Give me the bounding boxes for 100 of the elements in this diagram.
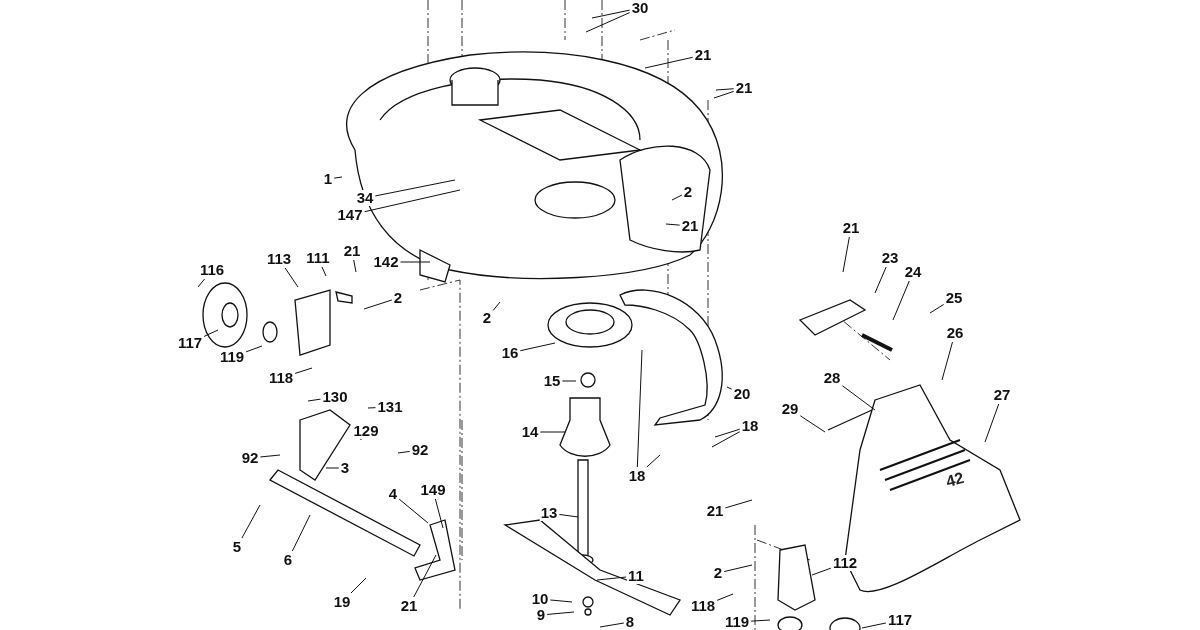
callout-number: 25 xyxy=(944,290,964,306)
callout-number: 5 xyxy=(231,539,243,555)
leader-line xyxy=(325,467,340,469)
callout-number: 24 xyxy=(903,264,923,280)
callout-number: 129 xyxy=(352,423,380,439)
callout-number: 21 xyxy=(693,47,713,63)
callout-number: 23 xyxy=(880,250,900,266)
leader-line xyxy=(716,593,734,601)
leader-line xyxy=(711,431,741,448)
callout-number: 2 xyxy=(712,565,724,581)
callout-number: 92 xyxy=(240,450,260,466)
leader-line xyxy=(197,278,206,288)
leader-line xyxy=(874,266,887,294)
callout-number: 21 xyxy=(734,80,754,96)
leader-line xyxy=(539,431,566,433)
callout-number: 119 xyxy=(218,349,246,365)
leader-line xyxy=(367,407,376,409)
leader-line xyxy=(558,513,579,518)
leader-line xyxy=(294,367,313,374)
leader-line xyxy=(636,349,643,468)
callout-number: 28 xyxy=(822,370,842,386)
callout-number: 11 xyxy=(627,568,645,584)
leader-line xyxy=(374,179,456,197)
callout-number: 142 xyxy=(372,254,400,270)
callout-number: 29 xyxy=(780,401,800,417)
leader-line xyxy=(892,280,910,321)
callout-number: 117 xyxy=(886,612,914,628)
leader-line xyxy=(929,303,945,314)
callout-number: 112 xyxy=(831,555,859,571)
callout-number: 26 xyxy=(945,325,965,341)
leader-line xyxy=(241,504,261,539)
callout-number: 131 xyxy=(376,399,404,415)
callout-number: 8 xyxy=(624,614,636,630)
leader-line xyxy=(397,450,411,454)
leader-line xyxy=(546,611,575,615)
leader-line xyxy=(203,329,219,337)
leader-line xyxy=(596,576,627,581)
callout-number: 27 xyxy=(992,387,1012,403)
callout-number: 30 xyxy=(630,0,650,16)
leader-line xyxy=(519,342,556,352)
leader-line xyxy=(646,454,661,468)
leader-line xyxy=(713,90,735,99)
leader-line xyxy=(591,9,631,19)
leader-line xyxy=(599,622,625,628)
leader-line xyxy=(861,622,887,629)
callout-number: 20 xyxy=(732,386,752,402)
callout-number: 2 xyxy=(392,290,404,306)
callout-number: 130 xyxy=(321,389,349,405)
leader-line xyxy=(841,385,876,411)
callout-number: 34 xyxy=(355,190,375,206)
leader-line xyxy=(714,428,741,438)
callout-number: 147 xyxy=(336,207,364,223)
leader-line xyxy=(644,56,694,69)
leader-line xyxy=(724,499,753,509)
leader-line xyxy=(549,599,573,603)
leader-line xyxy=(413,554,437,598)
leader-line xyxy=(259,454,281,458)
callout-number: 92 xyxy=(410,442,430,458)
callout-number: 113 xyxy=(265,251,293,267)
leader-line xyxy=(400,261,431,263)
leader-line xyxy=(842,236,850,273)
callout-number: 118 xyxy=(267,370,295,386)
leader-line xyxy=(561,380,577,382)
callout-number: 13 xyxy=(539,505,559,521)
deck-size-marking: 42 xyxy=(944,469,966,491)
leader-line xyxy=(811,567,832,576)
callout-number: 1 xyxy=(322,171,334,187)
leader-line xyxy=(723,564,753,573)
callout-number: 4 xyxy=(387,486,399,502)
callout-number: 149 xyxy=(419,482,447,498)
callout-number: 6 xyxy=(282,552,294,568)
callout-number: 18 xyxy=(740,418,760,434)
leader-line xyxy=(671,194,683,201)
callout-number: 2 xyxy=(682,184,694,200)
callout-number: 21 xyxy=(342,243,362,259)
callout-number: 21 xyxy=(399,598,419,614)
callout-number: 21 xyxy=(705,503,725,519)
leader-line xyxy=(307,398,321,402)
leader-line xyxy=(726,386,733,390)
leader-line xyxy=(398,498,429,524)
callout-number: 117 xyxy=(176,335,204,351)
callout-number: 111 xyxy=(305,250,331,266)
callout-number: 116 xyxy=(198,262,226,278)
callout-number: 21 xyxy=(680,218,700,234)
leader-line xyxy=(750,619,771,622)
leader-line xyxy=(364,189,461,213)
leader-line xyxy=(434,498,444,529)
leader-line xyxy=(715,88,735,91)
callout-number: 15 xyxy=(542,373,562,389)
callout-number: 16 xyxy=(500,345,520,361)
callout-number: 9 xyxy=(535,607,547,623)
leader-line xyxy=(585,12,631,33)
leader-line xyxy=(665,223,681,226)
callout-number: 10 xyxy=(530,591,550,607)
callout-number: 21 xyxy=(841,220,861,236)
leader-line xyxy=(321,266,327,277)
leader-line xyxy=(363,299,393,310)
leader-line xyxy=(353,259,357,273)
callout-number: 3 xyxy=(339,460,351,476)
callout-number: 14 xyxy=(520,424,540,440)
